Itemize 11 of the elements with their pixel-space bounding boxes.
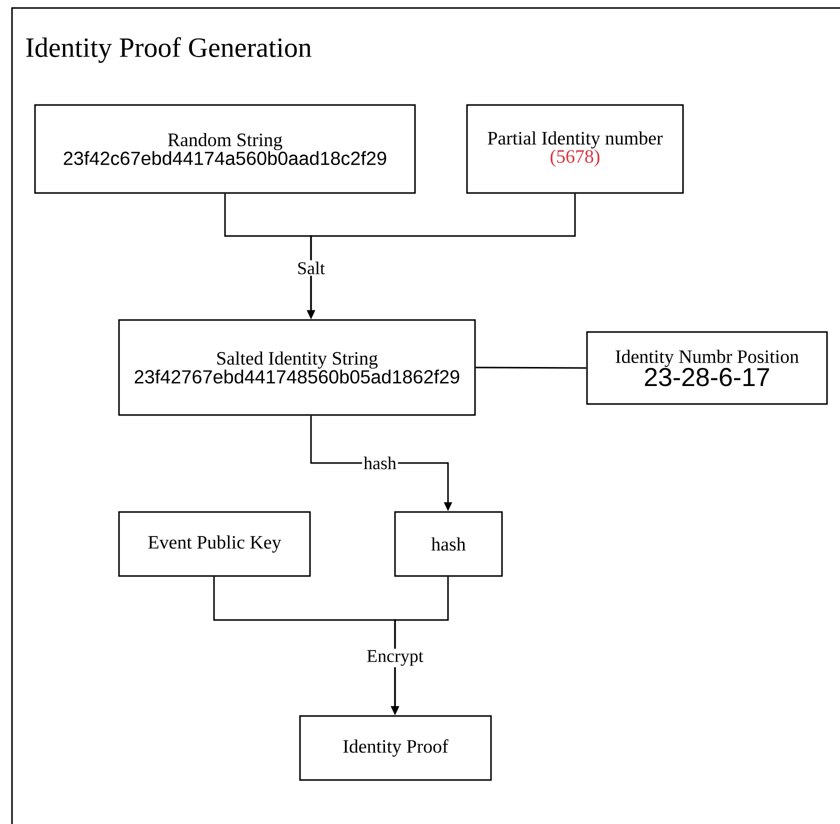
process-box: Identity Proof — [299, 715, 492, 781]
process-box: Random String 23f42c67ebd44174a560b0aad18c2f29 — [34, 104, 416, 194]
process-box: Salted Identity String 23f42767ebd441748560b05ad1862f29 — [118, 319, 476, 416]
process-box: Event Public Key — [118, 511, 311, 577]
process-box: hash — [394, 511, 503, 577]
title: Identity Proof Generation — [26, 37, 312, 63]
process-box: Identity Numbr Position 23-28-6-17 — [586, 331, 828, 405]
edge-label: Salt — [296, 260, 326, 276]
process-box: Partial Identity number (5678) — [466, 104, 684, 194]
edge-label: hash — [362, 455, 398, 471]
edge-label: Encrypt — [365, 648, 425, 668]
